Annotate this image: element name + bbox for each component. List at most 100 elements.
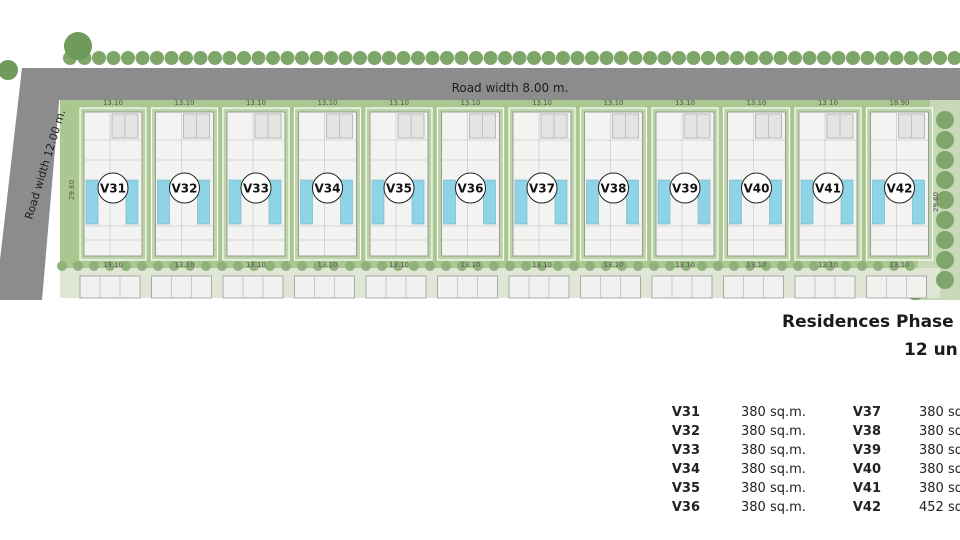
tree-icon (324, 51, 338, 65)
tree-icon (0, 60, 18, 80)
plot-label: V34 (315, 182, 341, 196)
top-road (20, 68, 960, 100)
tree-icon (169, 261, 179, 271)
tree-icon (947, 51, 960, 65)
tree-icon (313, 261, 323, 271)
plot-width-top: 13.10 (675, 99, 695, 107)
tree-icon (309, 51, 324, 65)
unit-area: 380 sq.m. (741, 481, 806, 496)
tree-icon (875, 51, 889, 65)
tree-icon (841, 261, 851, 271)
tree-icon (393, 261, 403, 271)
pool (268, 179, 282, 225)
unit-code: V32 (671, 424, 700, 439)
pool (872, 179, 885, 225)
tree-icon (505, 261, 515, 271)
tree-icon (537, 261, 547, 271)
plot-label: V41 (815, 182, 841, 196)
tree-icon (512, 51, 527, 65)
tree-icon (473, 261, 483, 271)
plot-width-top: 13.10 (389, 99, 409, 107)
plot-width-bottom: 13.10 (460, 261, 480, 269)
plot-width-bottom: 13.10 (675, 261, 695, 269)
tree-icon (498, 51, 512, 65)
tree-icon (918, 51, 933, 65)
tree-icon (715, 51, 730, 65)
pool (125, 179, 139, 225)
tree-icon (217, 261, 227, 271)
tree-icon (936, 131, 954, 149)
tree-icon (121, 261, 131, 271)
plot-label-circle (741, 172, 772, 204)
lower-houses (79, 275, 927, 299)
tree-icon (825, 261, 835, 271)
tree-icon (280, 51, 295, 65)
pool (483, 179, 496, 225)
tree-icon (788, 51, 802, 65)
plots: 13.1013.10V3113.1013.10V3213.1013.10V331… (79, 99, 934, 269)
unit-area: 452 sq (919, 500, 960, 515)
unit-code: V36 (671, 500, 700, 515)
plot-width-top: 13.10 (246, 99, 266, 107)
tree-icon (409, 261, 419, 271)
plot-width-bottom: 13.10 (603, 261, 623, 269)
unit-code: V38 (852, 424, 881, 439)
tree-icon (153, 261, 163, 271)
plot-label: V39 (672, 182, 698, 196)
plot-label: V38 (601, 182, 627, 196)
tree-icon (809, 261, 819, 271)
tree-icon (745, 261, 755, 271)
tree-icon (556, 51, 570, 65)
phase-title: Residences Phase (782, 312, 954, 332)
plot-width-bottom: 13.10 (317, 261, 337, 269)
plot-label: V32 (172, 182, 198, 196)
pool (840, 179, 854, 225)
tree-icon (457, 261, 467, 271)
tree-icon (251, 51, 266, 65)
lower-house (508, 275, 570, 299)
tree-icon (614, 51, 628, 65)
tree-icon (873, 261, 883, 271)
tree-icon (201, 261, 211, 271)
tree-icon (936, 251, 954, 269)
tree-icon (601, 261, 611, 271)
tree-icon (425, 51, 440, 65)
tree-icon (729, 261, 739, 271)
tree-icon (701, 51, 715, 65)
lower-house (222, 275, 284, 299)
tree-icon (179, 51, 193, 65)
plot-width-bottom: 13.10 (532, 261, 552, 269)
unit-area: 380 sq (919, 424, 960, 439)
tree-icon (672, 51, 686, 65)
unit-area: 380 sq.m. (741, 424, 806, 439)
tree-icon (440, 51, 454, 65)
tree-icon (489, 261, 499, 271)
plot-width-bottom: 13.10 (103, 261, 123, 269)
tree-icon (904, 51, 918, 65)
tree-icon (649, 261, 659, 271)
tree-icon (521, 261, 531, 271)
tree-icon (469, 51, 483, 65)
tree-icon (936, 151, 954, 169)
tree-icon (889, 51, 904, 65)
tree-icon (585, 261, 595, 271)
plot-label-circle (812, 172, 844, 204)
unit-area: 380 sq.m. (741, 405, 806, 420)
tree-icon (936, 271, 954, 289)
pool (626, 179, 639, 225)
unit-code: V42 (852, 500, 881, 515)
lower-house (151, 275, 212, 299)
tree-icon (793, 261, 803, 271)
